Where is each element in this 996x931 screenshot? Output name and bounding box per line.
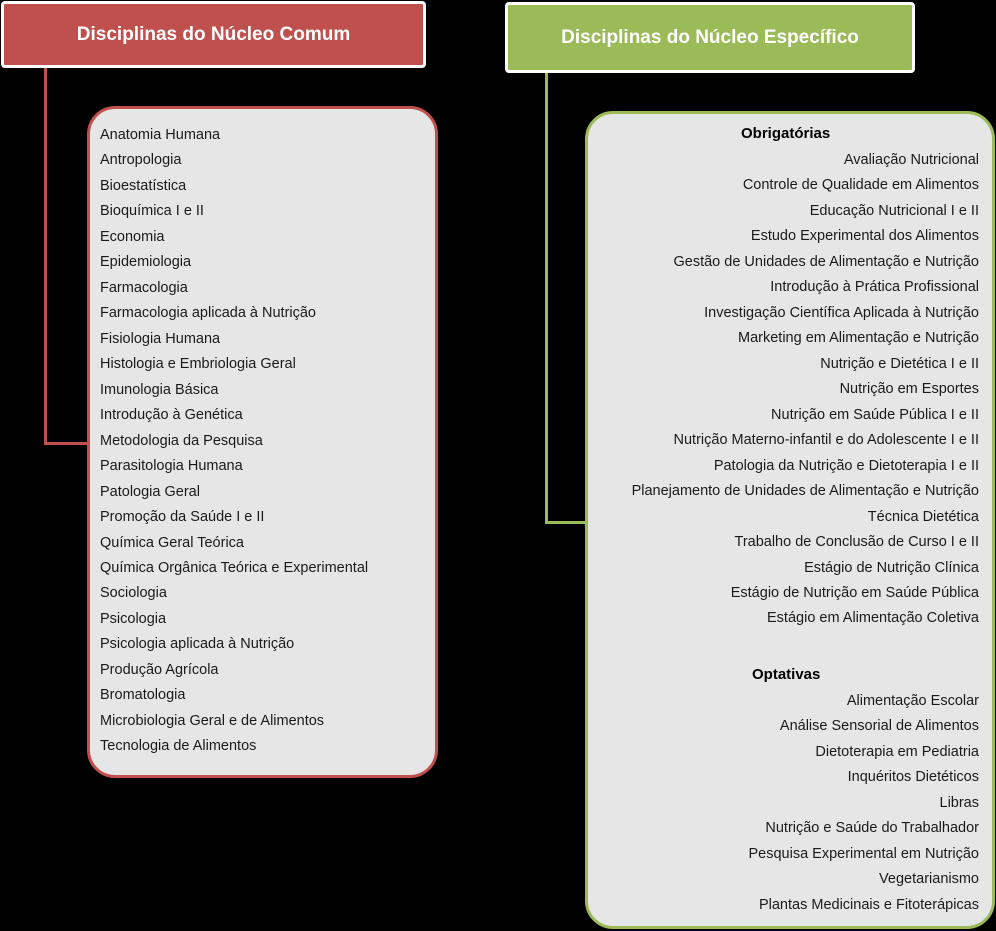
common-core-item: Farmacologia bbox=[100, 279, 188, 296]
common-core-item: Antropologia bbox=[100, 152, 182, 169]
common-core-item: Imunologia Básica bbox=[100, 381, 219, 398]
common-core-item: Anatomia Humana bbox=[100, 127, 221, 143]
common-core-panel bbox=[87, 106, 438, 778]
mandatory-item: Marketing em Alimentação e Nutrição bbox=[738, 330, 979, 347]
common-core-item: Introdução à Genética bbox=[100, 407, 243, 424]
optional-item: Análise Sensorial de Alimentos bbox=[779, 718, 979, 735]
common-core-item: Sociologia bbox=[100, 585, 167, 602]
optional-item: Plantas Medicinais e Fitoterápicas bbox=[758, 896, 979, 913]
common-core-item: Microbiologia Geral e de Alimentos bbox=[100, 712, 325, 729]
common-core-item: Bioquímica I e II bbox=[100, 203, 204, 220]
common-core-connector bbox=[44, 68, 91, 445]
common-core-item: Farmacologia aplicada à Nutrição bbox=[100, 305, 316, 322]
common-core-item: Psicologia aplicada à Nutrição bbox=[100, 636, 295, 653]
common-core-item: Psicologia bbox=[100, 610, 167, 627]
mandatory-item: Trabalho de Conclusão de Curso I e II bbox=[734, 534, 980, 551]
common-core-item: Química Geral Teórica bbox=[100, 534, 244, 551]
mandatory-item: Avaliação Nutricional bbox=[843, 152, 979, 168]
mandatory-item: Nutrição em Esportes bbox=[839, 381, 979, 398]
mandatory-item: Nutrição e Dietética I e II bbox=[820, 355, 979, 372]
mandatory-item: Estudo Experimental dos Alimentos bbox=[750, 228, 979, 245]
specific-core-title: Disciplinas do Núcleo Específico bbox=[561, 26, 859, 48]
mandatory-item: Estágio em Alimentação Coletiva bbox=[767, 610, 979, 627]
specific-core-panel bbox=[585, 111, 995, 929]
specific-core-connector bbox=[545, 73, 591, 524]
optional-item: Pesquisa Experimental em Nutrição bbox=[748, 845, 980, 862]
mandatory-item: Estágio de Nutrição em Saúde Pública bbox=[730, 584, 979, 601]
mandatory-item: Nutrição Materno-infantil e do Adolescen… bbox=[673, 432, 979, 449]
mandatory-item: Técnica Dietética bbox=[867, 508, 979, 525]
optional-item: Libras bbox=[939, 794, 980, 811]
common-core-item: Metodologia da Pesquisa bbox=[100, 432, 263, 449]
common-core-item: Bioestatística bbox=[100, 177, 187, 194]
mandatory-item: Patologia da Nutrição e Dietoterapia I e… bbox=[713, 457, 979, 474]
optional-item: Inquéritos Dietéticos bbox=[847, 769, 979, 786]
common-core-item: Bromatologia bbox=[100, 687, 186, 704]
mandatory-item: Investigação Científica Aplicada à Nutri… bbox=[704, 304, 979, 321]
common-core-item: Química Orgânica Teórica e Experimental bbox=[100, 559, 369, 576]
common-core-title: Disciplinas do Núcleo Comum bbox=[76, 23, 351, 45]
mandatory-item: Planejamento de Unidades de Alimentação … bbox=[631, 483, 979, 500]
optional-section-title: Optativas bbox=[752, 666, 821, 683]
common-core-header: Disciplinas do Núcleo Comum bbox=[1, 1, 426, 68]
mandatory-section-title: Obrigatórias bbox=[741, 125, 831, 142]
mandatory-item: Estágio de Nutrição Clínica bbox=[804, 559, 979, 576]
common-core-item: Promoção da Saúde I e II bbox=[100, 509, 265, 526]
common-core-item: Patologia Geral bbox=[100, 483, 200, 500]
mandatory-item: Gestão de Unidades de Alimentação e Nutr… bbox=[673, 253, 980, 270]
common-core-item: Economia bbox=[100, 228, 165, 245]
common-core-item: Parasitologia Humana bbox=[100, 458, 243, 475]
mandatory-item: Nutrição em Saúde Pública I e II bbox=[771, 406, 979, 423]
mandatory-item: Educação Nutricional I e II bbox=[809, 202, 979, 219]
common-core-item: Fisiologia Humana bbox=[100, 330, 221, 347]
common-core-item: Produção Agrícola bbox=[100, 661, 219, 678]
optional-item: Vegetarianismo bbox=[879, 871, 979, 888]
common-core-item: Epidemiologia bbox=[100, 254, 192, 271]
optional-item: Nutrição e Saúde do Trabalhador bbox=[765, 820, 979, 837]
optional-item: Alimentação Escolar bbox=[846, 693, 979, 709]
common-core-item: Tecnologia de Alimentos bbox=[100, 738, 257, 755]
mandatory-item: Controle de Qualidade em Alimentos bbox=[742, 177, 979, 194]
optional-item: Dietoterapia em Pediatria bbox=[815, 743, 979, 760]
specific-core-header: Disciplinas do Núcleo Específico bbox=[505, 2, 915, 73]
common-core-item: Histologia e Embriologia Geral bbox=[100, 356, 296, 373]
mandatory-item: Introdução à Prática Profissional bbox=[770, 279, 979, 296]
